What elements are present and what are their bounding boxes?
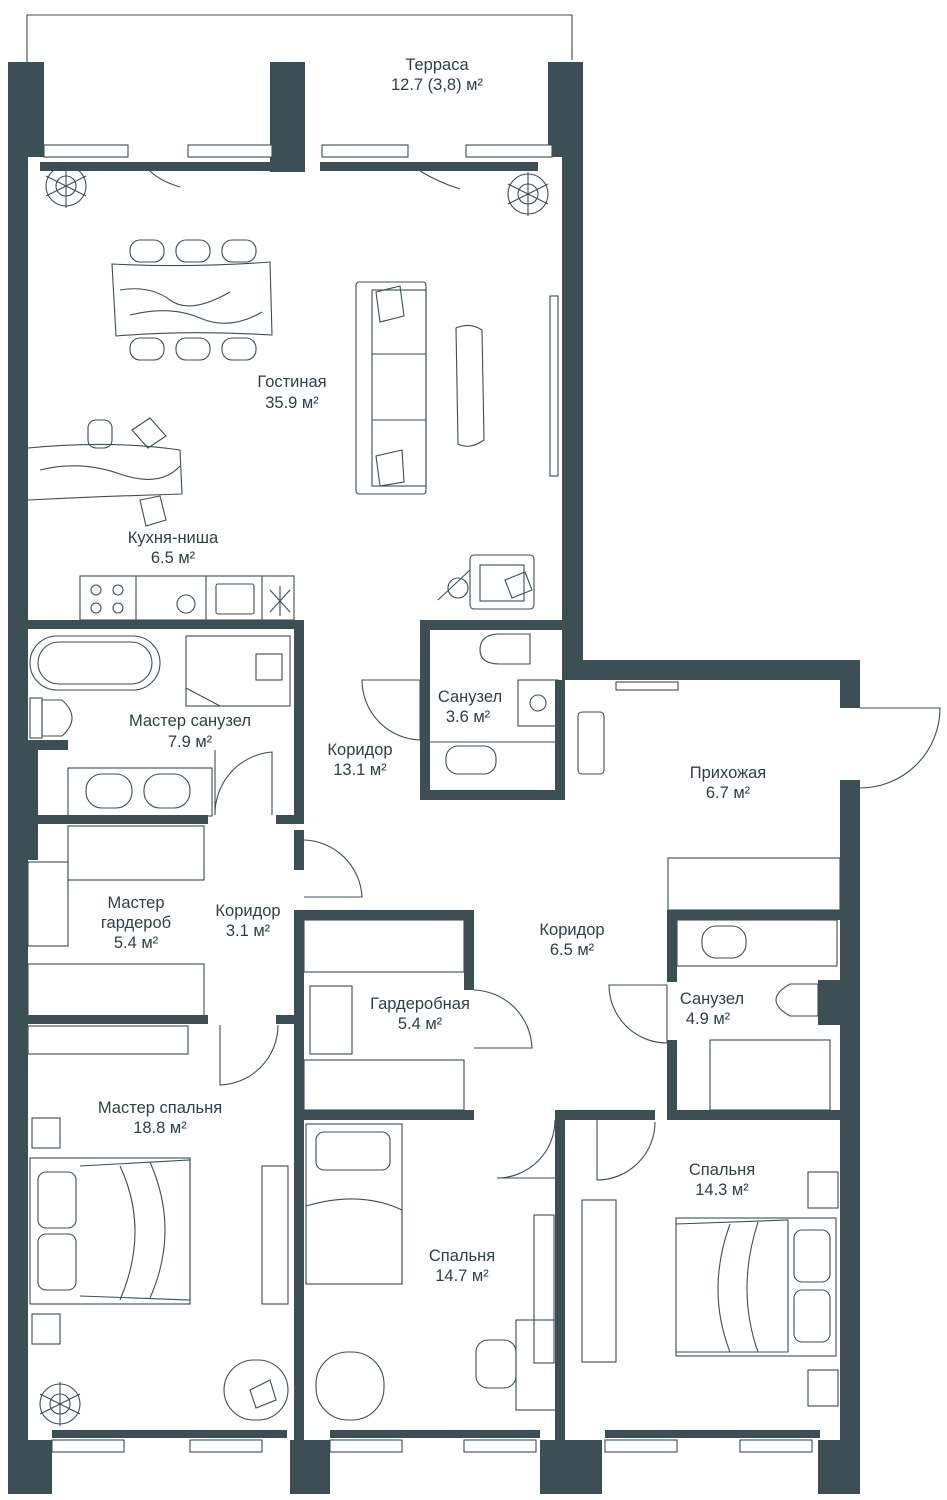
terrace-name: Терраса <box>405 56 469 74</box>
bath-2-area: 4.9 м² <box>686 1010 731 1028</box>
bedroom-2-area: 14.3 м² <box>695 1181 749 1199</box>
master-bedroom-area: 18.8 м² <box>133 1119 187 1137</box>
wardrobes <box>27 681 841 1111</box>
exterior-walls <box>8 62 860 1494</box>
master-bed <box>29 1117 289 1421</box>
corridor-main-area: 13.1 м² <box>333 761 387 779</box>
bedroom-1-name: Спальня <box>429 1247 495 1265</box>
kitchen-name: Кухня-ниша <box>128 529 219 547</box>
corridor-main-name: Коридор <box>327 741 392 759</box>
living-name: Гостиная <box>257 373 326 391</box>
master-closet-name-1: Мастер <box>107 894 164 912</box>
sofa <box>355 281 427 495</box>
master-bedroom-name: Мастер спальня <box>98 1099 222 1117</box>
plant-icon <box>45 164 87 208</box>
bath-1-name: Санузел <box>438 688 502 706</box>
master-closet-area: 5.4 м² <box>114 934 159 952</box>
corridor-mid-name: Коридор <box>539 921 604 939</box>
bath-1-fixtures <box>430 633 560 775</box>
bath-1-area: 3.6 м² <box>446 708 491 726</box>
toilet <box>29 697 73 739</box>
bedroom-1-area: 14.7 м² <box>435 1267 489 1285</box>
master-bath-name: Мастер санузел <box>129 712 251 730</box>
furniture <box>27 164 841 1426</box>
hall-area: 6.7 м² <box>706 784 751 802</box>
wardrobe-area: 5.4 м² <box>398 1015 443 1033</box>
terrace-area: 12.7 (3,8) м² <box>391 76 484 94</box>
bedroom-1-bed <box>305 1123 559 1421</box>
plant-icon <box>39 1382 81 1426</box>
master-bath-area: 7.9 м² <box>168 733 213 751</box>
room-labels: Терраса 12.7 (3,8) м² Гостиная 35.9 м² К… <box>98 56 766 1285</box>
bath-2-fixtures <box>676 919 838 1111</box>
tv <box>549 295 559 477</box>
wardrobe-name: Гардеробная <box>370 995 470 1013</box>
armchair <box>437 554 535 610</box>
interior-walls <box>28 620 840 1440</box>
bath-2-name: Санузел <box>680 990 744 1008</box>
coffee-table <box>455 324 485 447</box>
corridor-small-name: Коридор <box>215 902 280 920</box>
bathtub <box>29 635 291 707</box>
doors <box>214 679 941 1181</box>
kitchen-counter <box>79 575 295 621</box>
bedroom-2-name: Спальня <box>689 1161 755 1179</box>
corridor-mid-area: 6.5 м² <box>550 941 595 959</box>
plant-icon <box>507 172 549 216</box>
bedroom-2-bed <box>581 1171 839 1407</box>
windows <box>43 144 813 1453</box>
kitchen-island <box>27 417 183 527</box>
dining-table <box>111 239 273 361</box>
hall-name: Прихожая <box>690 764 766 782</box>
kitchen-area: 6.5 м² <box>151 549 196 567</box>
double-sink <box>67 767 213 817</box>
corridor-small-area: 3.1 м² <box>226 922 271 940</box>
living-area: 35.9 м² <box>265 394 319 412</box>
master-closet-name-2: гардероб <box>101 914 171 932</box>
